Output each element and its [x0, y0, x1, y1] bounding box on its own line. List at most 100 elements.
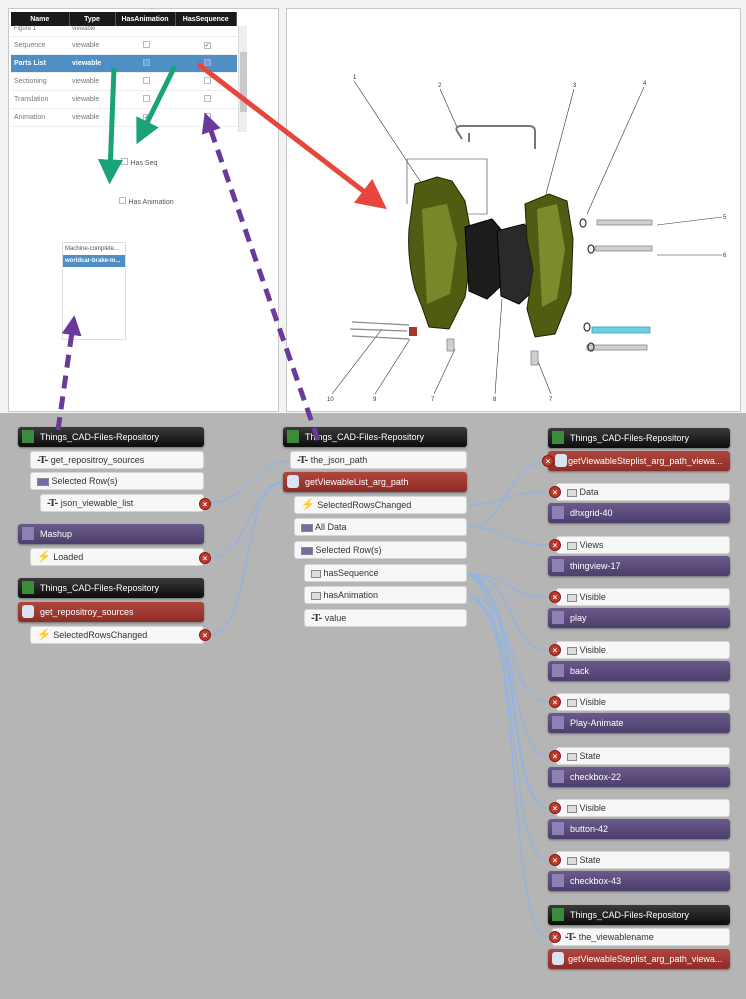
- table-row[interactable]: Sectioning viewable: [11, 72, 237, 91]
- seq-checkbox[interactable]: [203, 94, 211, 102]
- widget-property-row[interactable]: State: [556, 851, 730, 869]
- remove-binding-icon[interactable]: ×: [199, 629, 211, 641]
- widget-icon: [552, 611, 564, 624]
- widget-property-row[interactable]: Visible: [556, 693, 730, 711]
- widget-node[interactable]: button-42: [548, 819, 730, 839]
- callout-labels: 1 2 3 4 5 6 10 9 7 8 7: [327, 75, 727, 403]
- seq-checkbox[interactable]: [203, 76, 211, 84]
- repo-node-header[interactable]: Things_CAD-Files-Repository: [548, 428, 730, 448]
- list-item-selected[interactable]: worldcar-brake-m...: [63, 255, 125, 267]
- all-data-row[interactable]: All Data: [294, 518, 467, 536]
- table-row[interactable]: Figure 1 viewable: [11, 26, 237, 37]
- widget-node[interactable]: checkbox-43: [548, 871, 730, 891]
- field-label: value: [324, 613, 347, 623]
- washer: [587, 342, 595, 352]
- remove-binding-icon[interactable]: ×: [199, 552, 211, 564]
- widget-icon: [552, 559, 564, 572]
- viewables-grid[interactable]: Name Type HasAnimation HasSequence Figur…: [11, 12, 237, 127]
- anim-checkbox[interactable]: [143, 40, 150, 48]
- list-item[interactable]: Machine-complete...: [65, 246, 120, 252]
- selected-rows-row[interactable]: Selected Row(s): [30, 472, 204, 490]
- widget-property-row[interactable]: Visible: [556, 799, 730, 817]
- grid-header-hassequence[interactable]: HasSequence: [175, 12, 237, 26]
- remove-binding-icon[interactable]: ×: [549, 486, 561, 498]
- service-node[interactable]: getViewableSteplist_arg_path_viewa...: [548, 451, 730, 471]
- widget-label: thingview-17: [570, 561, 621, 571]
- thing-icon: [287, 430, 299, 443]
- repo-node-header[interactable]: Things_CAD-Files-Repository: [18, 427, 204, 447]
- anim-checkbox[interactable]: [143, 94, 150, 102]
- remove-binding-icon[interactable]: ×: [549, 539, 561, 551]
- service-node[interactable]: get_repositroy_sources: [18, 602, 204, 622]
- widget-icon: [552, 822, 564, 835]
- repo-node-header[interactable]: Things_CAD-Files-Repository: [548, 905, 730, 925]
- link-line: [467, 526, 549, 546]
- remove-binding-icon[interactable]: ×: [199, 498, 211, 510]
- property-icon: [567, 804, 577, 813]
- remove-binding-icon[interactable]: ×: [549, 802, 561, 814]
- remove-binding-icon[interactable]: ×: [542, 455, 554, 467]
- widget-node[interactable]: thingview-17: [548, 556, 730, 576]
- field-row[interactable]: -T- value: [304, 609, 467, 627]
- widget-property-row[interactable]: State: [556, 747, 730, 765]
- widget-property-row[interactable]: Visible: [556, 588, 730, 606]
- remove-binding-icon[interactable]: ×: [549, 696, 561, 708]
- remove-binding-icon[interactable]: ×: [549, 591, 561, 603]
- model-list[interactable]: Machine-complete... worldcar-brake-m...: [62, 242, 126, 340]
- widget-property-row[interactable]: Data: [556, 483, 730, 501]
- table-row[interactable]: Animation viewable ✓: [11, 108, 237, 127]
- remove-binding-icon[interactable]: ×: [549, 750, 561, 762]
- widget-property-row[interactable]: Visible: [556, 641, 730, 659]
- selected-rows-row[interactable]: Selected Row(s): [294, 541, 467, 559]
- service-node[interactable]: getViewableList_arg_path: [283, 472, 467, 492]
- remove-binding-icon[interactable]: ×: [549, 931, 561, 943]
- table-row-selected[interactable]: Parts List viewable: [11, 54, 237, 73]
- service-icon: [287, 475, 299, 488]
- widget-property-row[interactable]: Views: [556, 536, 730, 554]
- property-row[interactable]: -T- the_json_path: [290, 451, 467, 469]
- purple-dashed-arrow: [201, 112, 321, 441]
- grid-header-type[interactable]: Type: [69, 12, 116, 26]
- seq-checkbox[interactable]: [203, 58, 211, 66]
- remove-binding-icon[interactable]: ×: [549, 854, 561, 866]
- service-node[interactable]: getViewableSteplist_arg_path_viewa...: [548, 949, 730, 969]
- repo-node-header[interactable]: Things_CAD-Files-Repository: [18, 578, 204, 598]
- widget-label: button-42: [570, 824, 609, 834]
- thingview-panel[interactable]: 1 2 3 4 5 6 10 9 7 8 7: [286, 8, 741, 412]
- remove-binding-icon[interactable]: ×: [549, 644, 561, 656]
- grid-header-name[interactable]: Name: [11, 12, 70, 26]
- grid-header-hasanimation[interactable]: HasAnimation: [115, 12, 176, 26]
- event-row[interactable]: ⚡ Loaded: [30, 548, 204, 566]
- field-row[interactable]: hasSequence: [304, 564, 467, 582]
- mashup-node-header[interactable]: Mashup: [18, 524, 204, 544]
- property-row[interactable]: -T- get_repositroy_sources: [30, 451, 204, 469]
- table-row[interactable]: Sequence viewable ✓: [11, 36, 237, 55]
- mashup-icon: [22, 527, 34, 540]
- checkbox-box[interactable]: [119, 197, 126, 204]
- brake-assembly-drawing: 1 2 3 4 5 6 10 9 7 8 7: [327, 75, 727, 403]
- anim-checkbox[interactable]: [143, 58, 150, 66]
- event-row[interactable]: ⚡ SelectedRowsChanged: [294, 496, 467, 514]
- event-label: SelectedRowsChanged: [317, 500, 412, 510]
- property-row[interactable]: -T- the_viewablename: [552, 928, 730, 946]
- widget-node[interactable]: play: [548, 608, 730, 628]
- grid-scrollbar[interactable]: [238, 26, 247, 132]
- seq-checkbox[interactable]: ✓: [203, 41, 211, 49]
- bolt: [586, 344, 648, 351]
- anim-checkbox[interactable]: [143, 76, 150, 84]
- cell-type: viewable: [69, 36, 115, 55]
- scroll-thumb[interactable]: [240, 52, 247, 112]
- link-line: [467, 595, 549, 861]
- property-icon: [567, 646, 577, 655]
- widget-node[interactable]: Play-Animate: [548, 713, 730, 733]
- widget-node[interactable]: dhxgrid-40: [548, 503, 730, 523]
- widget-node[interactable]: checkbox-22: [548, 767, 730, 787]
- repo-node-header[interactable]: Things_CAD-Files-Repository: [283, 427, 467, 447]
- event-label: SelectedRowsChanged: [53, 630, 148, 640]
- has-animation-checkbox[interactable]: Has Animation: [119, 196, 174, 206]
- field-row[interactable]: hasAnimation: [304, 586, 467, 604]
- property-label: get_repositroy_sources: [50, 455, 145, 465]
- event-row[interactable]: ⚡ SelectedRowsChanged: [30, 626, 204, 644]
- widget-node[interactable]: back: [548, 661, 730, 681]
- table-row[interactable]: Translation viewable: [11, 90, 237, 109]
